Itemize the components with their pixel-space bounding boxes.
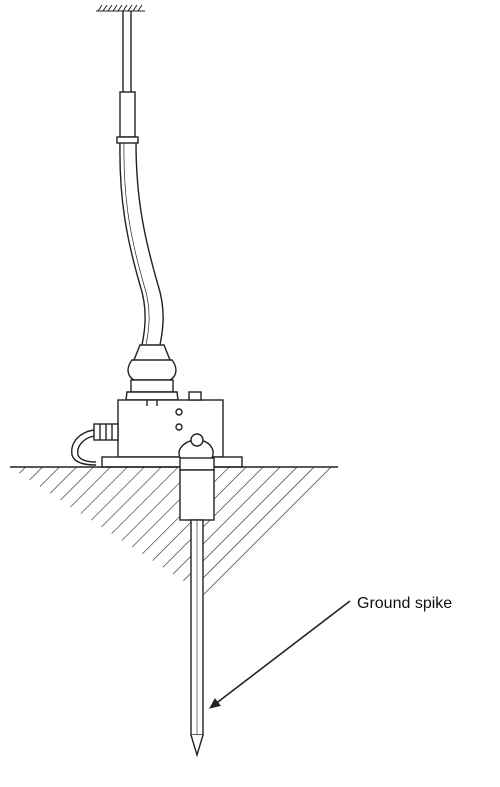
ground-spike — [179, 469, 215, 758]
spike-clamp — [178, 433, 215, 471]
support-rod — [116, 11, 139, 144]
callout-arrow — [209, 600, 351, 709]
ground-spike-label: Ground spike — [357, 595, 453, 612]
base-plate — [101, 456, 243, 468]
top-mount — [96, 4, 145, 12]
ground-surface — [10, 466, 338, 595]
flexible-hose — [119, 142, 164, 346]
side-connector — [71, 423, 119, 466]
hose-connector — [125, 344, 179, 401]
